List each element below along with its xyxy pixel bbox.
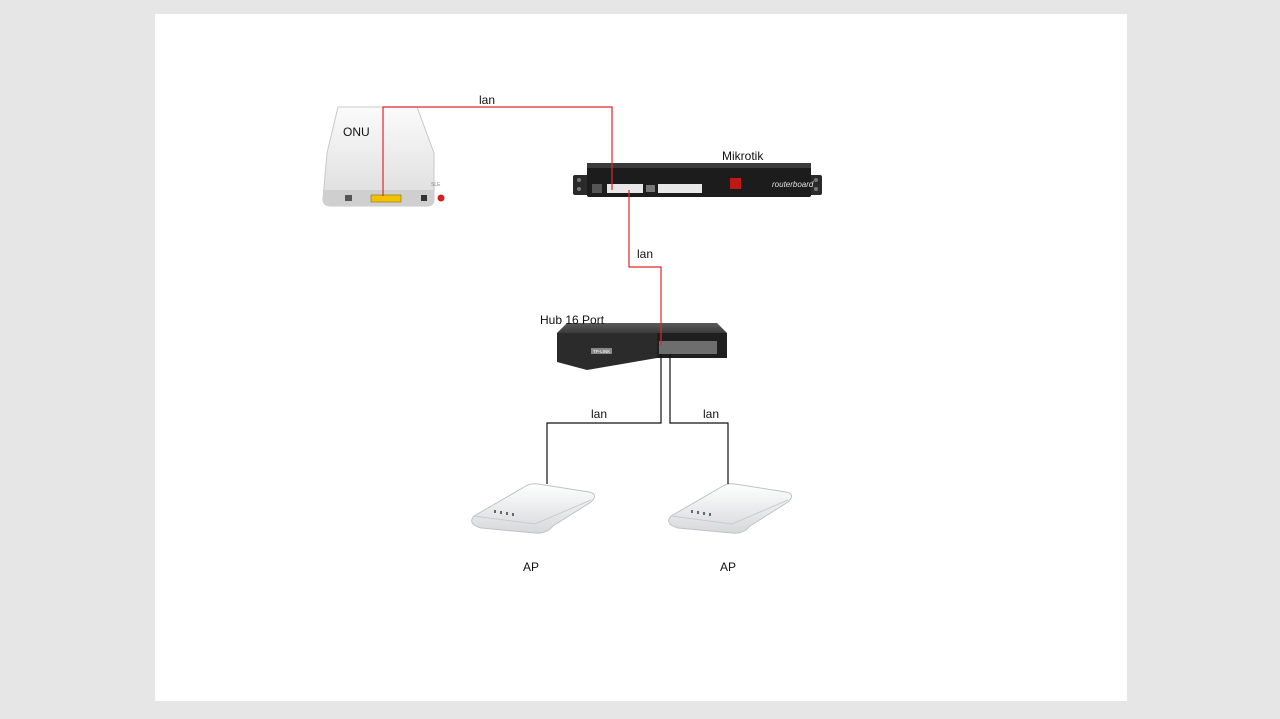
onu-power-port (345, 195, 352, 201)
ap-right-device (668, 483, 792, 534)
mikrotik-display (730, 178, 741, 189)
mikrotik-label: Mikrotik (722, 149, 764, 163)
onu-label: ONU (343, 125, 370, 139)
mikrotik-brand: routerboard (772, 180, 814, 189)
link-hub-to-ap-left (546, 354, 662, 484)
mikrotik-ports (592, 184, 702, 193)
network-diagram: SLE routerboard (322, 106, 822, 534)
link-hub-to-ap-left-label: lan (591, 407, 608, 421)
link-hub-to-ap-right-label: lan (703, 407, 720, 421)
onu-device: SLE (322, 106, 445, 207)
link-mikrotik-to-hub-label: lan (637, 247, 654, 261)
hub-label: Hub 16 Port (540, 313, 605, 327)
ap-right-leds (691, 510, 711, 516)
onu-pon-port (421, 195, 427, 201)
link-mikrotik-to-hub (628, 190, 662, 345)
link-onu-to-mikrotik-label: lan (479, 93, 496, 107)
ap-left-label: AP (523, 560, 540, 574)
onu-fiber-port (437, 194, 445, 202)
onu-badge: SLE (431, 182, 441, 188)
ap-left-leds (494, 510, 514, 516)
ap-right-label: AP (720, 560, 737, 574)
mikrotik-device: routerboard (573, 163, 822, 197)
link-onu-to-mikrotik (382, 106, 613, 196)
slide-canvas: SLE routerboard (155, 14, 1127, 701)
hub-device: TP-LINK (557, 323, 727, 370)
hub-ports (659, 341, 717, 354)
onu-lan-ports (370, 194, 402, 203)
hub-brand: TP-LINK (593, 349, 610, 354)
ap-left-device (471, 483, 595, 534)
link-hub-to-ap-right (669, 354, 729, 484)
